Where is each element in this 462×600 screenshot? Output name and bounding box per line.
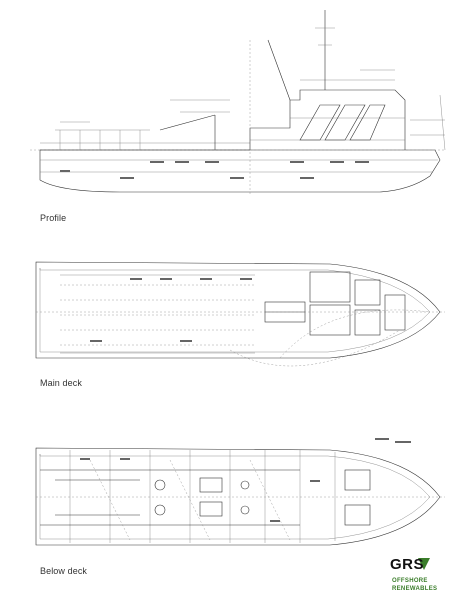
logo-name: GRS (390, 556, 425, 573)
profile-caption: Profile (40, 213, 67, 223)
main-deck-drawing (35, 261, 445, 367)
profile-drawing (30, 10, 446, 195)
main-deck-outline (35, 261, 441, 359)
main-deck-caption: Main deck (40, 378, 82, 388)
profile-superstructure (249, 89, 406, 150)
logo-line2: RENEWABLES (392, 586, 438, 592)
grs-chevron-icon (418, 558, 430, 570)
grs-logo: GRS OFFSHORE RENEWABLES (390, 556, 450, 598)
below-deck-outline (35, 447, 441, 546)
below-deck-caption: Below deck (40, 566, 88, 576)
below-deck-drawing (35, 438, 445, 546)
logo-line1: OFFSHORE (392, 578, 428, 584)
